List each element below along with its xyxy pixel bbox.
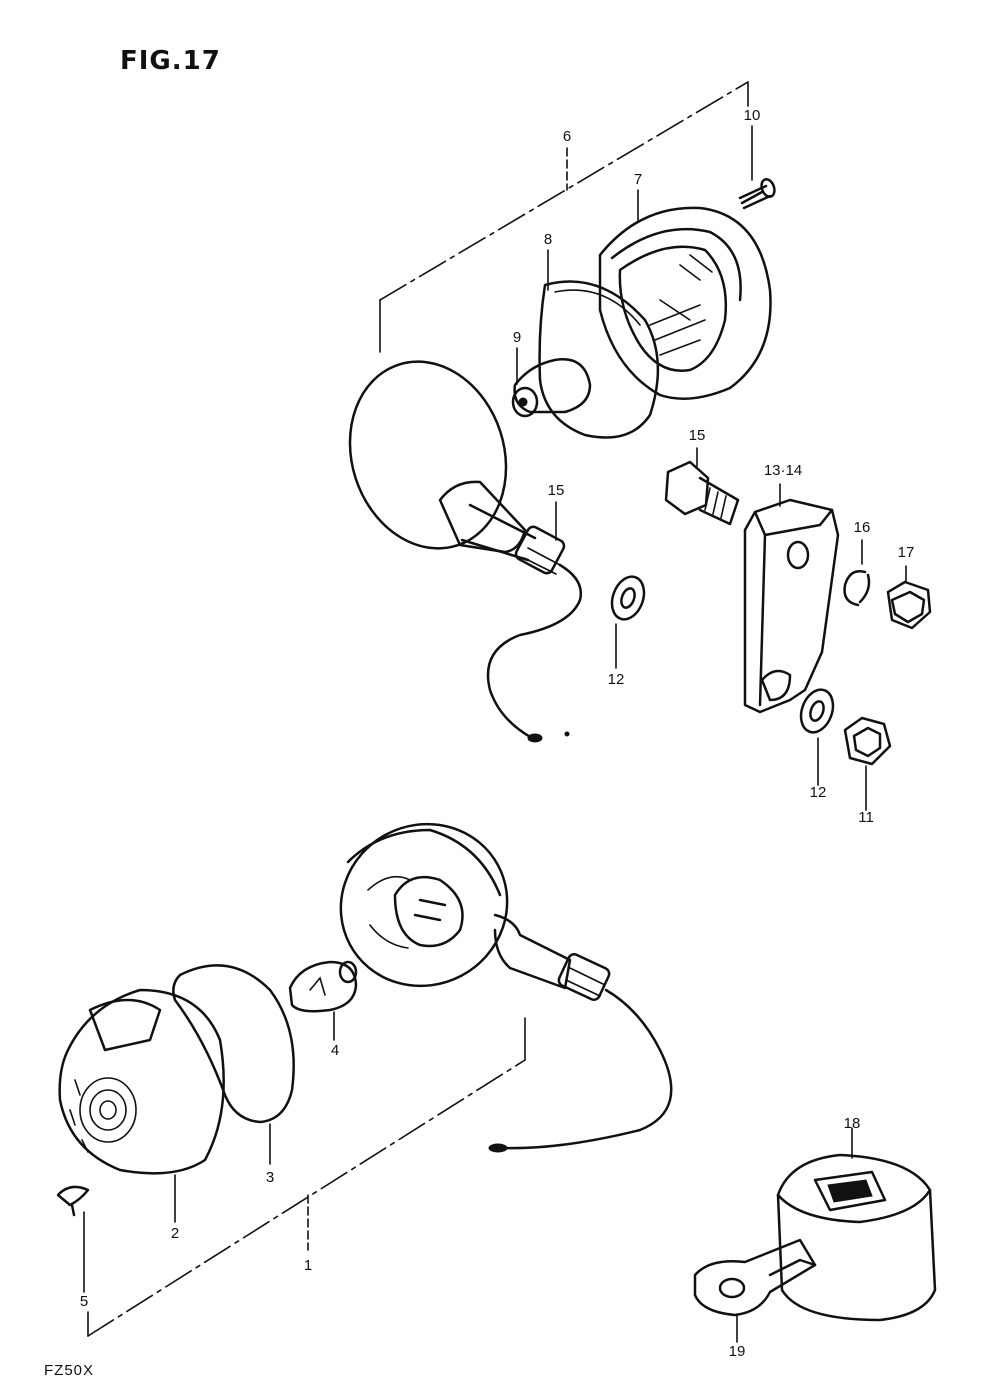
model-code: FZ50X xyxy=(44,1362,95,1379)
nut-17 xyxy=(886,580,932,630)
callout-12-right: 12 xyxy=(809,784,827,801)
lower-bulb xyxy=(288,960,358,1013)
lower-lens xyxy=(58,988,225,1175)
callout-8: 8 xyxy=(543,231,553,248)
upper-gasket-ring xyxy=(538,280,660,439)
callout-11: 11 xyxy=(858,809,874,826)
callout-5: 5 xyxy=(79,1293,89,1310)
callout-6: 6 xyxy=(562,128,572,145)
callout-19: 19 xyxy=(728,1343,746,1360)
flasher-relay-18 xyxy=(776,1153,937,1322)
relay-bracket-19 xyxy=(693,1238,817,1317)
figure-title: FIG.17 xyxy=(120,46,221,76)
callout-16: 16 xyxy=(853,519,871,536)
lock-washer-16 xyxy=(843,570,871,607)
upper-wire-terminal xyxy=(527,733,543,743)
callout-17: 17 xyxy=(897,544,915,561)
callout-12-left: 12 xyxy=(607,671,625,688)
lower-gasket-ring xyxy=(172,964,295,1124)
upper-reflector-housing xyxy=(348,360,566,575)
washer-12-left xyxy=(610,575,646,621)
washer-12-right xyxy=(799,688,835,734)
lower-reflector-housing xyxy=(339,822,611,1001)
callout-1: 1 xyxy=(303,1257,313,1274)
callout-13-14: 13·14 xyxy=(763,462,803,479)
ink-dot xyxy=(564,731,570,737)
bolt-15-right xyxy=(664,460,740,526)
lower-wire-terminal xyxy=(488,1143,508,1153)
callout-9: 9 xyxy=(512,329,522,346)
upper-bulb xyxy=(511,358,592,418)
bracket-13-14 xyxy=(743,498,840,714)
upper-lead-wire xyxy=(486,563,583,740)
upper-lens xyxy=(598,206,772,400)
group-6-bracket xyxy=(379,81,749,353)
nut-11 xyxy=(843,716,892,766)
screw-10 xyxy=(738,178,776,210)
callout-18: 18 xyxy=(843,1115,861,1132)
callout-4: 4 xyxy=(330,1042,340,1059)
lower-lead-wire xyxy=(498,988,673,1150)
group-1-bracket xyxy=(87,1017,526,1337)
callout-2: 2 xyxy=(170,1225,180,1242)
callout-3: 3 xyxy=(265,1169,275,1186)
callout-15-left: 15 xyxy=(547,482,565,499)
callout-10: 10 xyxy=(743,107,761,124)
screw-5 xyxy=(56,1185,90,1217)
callout-15-right: 15 xyxy=(688,427,706,444)
callout-7: 7 xyxy=(633,171,643,188)
